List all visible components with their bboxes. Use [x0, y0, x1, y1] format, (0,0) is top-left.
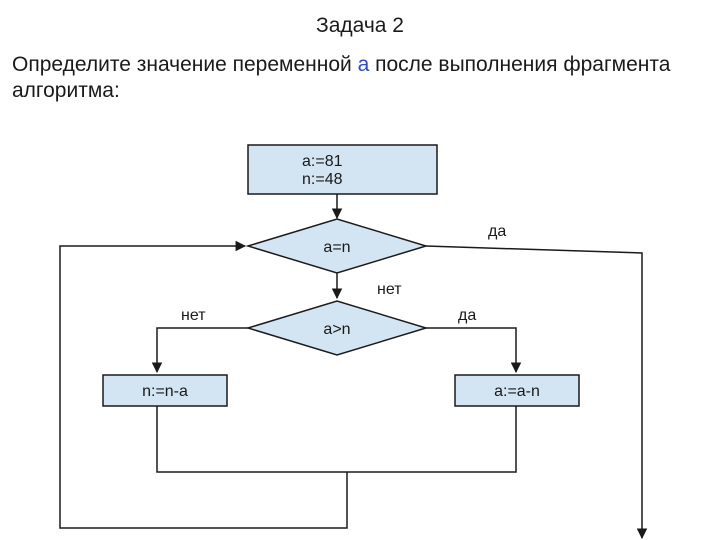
init-line-1: a:=81 [302, 153, 343, 170]
question-before: Определите значение переменной [12, 53, 358, 76]
branch-no-left [151, 327, 248, 374]
branch-yes-exit [425, 245, 648, 540]
loop-back-line [59, 240, 348, 529]
action-a-assign [454, 374, 580, 407]
label-yes-top: да [488, 223, 506, 240]
branch-yes-right [426, 327, 522, 374]
question-text: Определите значение переменной а после в… [12, 52, 712, 104]
condition-a-equals-n-label: a=n [323, 239, 350, 256]
question-variable: а [357, 53, 370, 76]
task-title: Задача 2 [316, 14, 404, 37]
question-after: после выполнения фрагмента алгоритма: [12, 53, 671, 102]
label-no-middle: нет [377, 281, 402, 298]
label-no-left: нет [181, 307, 206, 324]
condition-a-greater-n-label: a>n [323, 321, 350, 338]
label-yes-right: да [458, 307, 476, 324]
action-n-assign-label: n:=n-a [142, 383, 188, 400]
action-a-assign-label: a:=a-n [494, 383, 540, 400]
init-line-2: n:=48 [302, 171, 343, 188]
merge-line [156, 406, 517, 473]
init-block [247, 144, 438, 195]
action-n-assign [102, 374, 228, 407]
